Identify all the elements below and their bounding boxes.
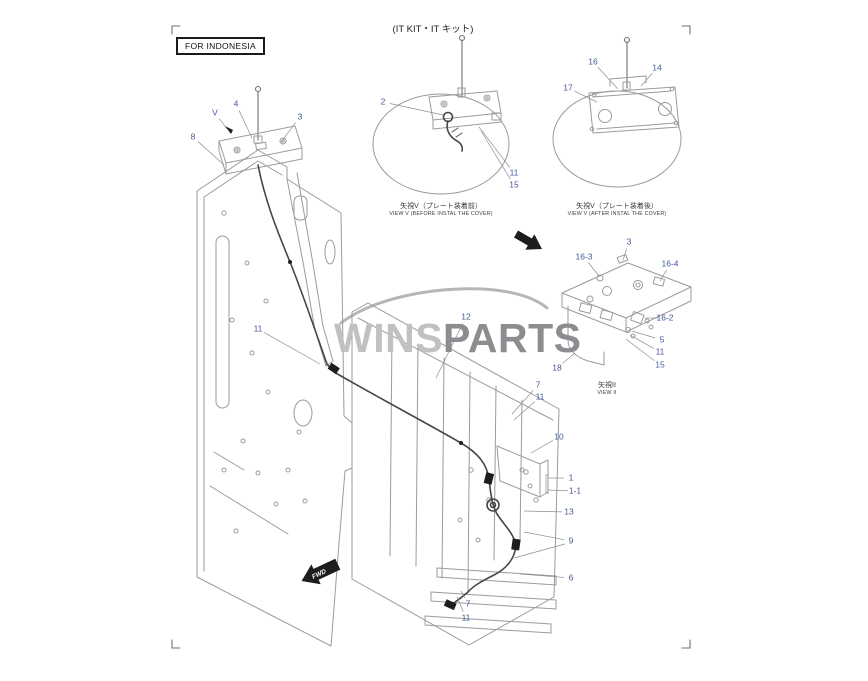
leader-line — [513, 401, 535, 421]
callout-V: V — [212, 107, 218, 117]
leader-line — [460, 590, 465, 599]
leader-line — [659, 269, 667, 282]
callout-15: 15 — [509, 179, 519, 189]
caption-after-en: VIEW V (AFTER INSTAL THE COVER) — [567, 211, 667, 218]
callout-2: 2 — [381, 96, 386, 106]
callout-4: 4 — [234, 98, 239, 108]
callout-16-2: 16-2 — [656, 312, 673, 322]
callout-8: 8 — [191, 131, 196, 141]
callout-11: 11 — [656, 346, 665, 356]
callout-7: 7 — [466, 598, 471, 608]
caption-after-jp: 矢視V（プレート装着後） — [576, 203, 658, 210]
leader-line — [523, 510, 563, 513]
region-label: FOR INDONESIA — [185, 41, 256, 51]
callout-14: 14 — [652, 62, 662, 72]
caption-before-en: VIEW V (BEFORE INSTAL THE COVER) — [389, 211, 493, 218]
callout-16-4: 16-4 — [661, 258, 678, 268]
callout-11: 11 — [462, 612, 471, 622]
callout-1-1: 1-1 — [569, 485, 582, 495]
callout-1: 1 — [569, 472, 574, 482]
leader-line — [640, 72, 653, 87]
harness-path — [257, 164, 521, 611]
leader-line — [597, 66, 619, 90]
leader-line — [574, 90, 598, 103]
detail-view-before — [372, 34, 510, 195]
detail-view-ii — [514, 230, 692, 366]
leader-line — [478, 126, 511, 168]
leader-line — [523, 531, 565, 541]
region-label-box: FOR INDONESIA — [176, 37, 265, 55]
callout-16-3: 16-3 — [575, 251, 592, 261]
caption-view-after: 矢視V（プレート装着後） VIEW V (AFTER INSTAL THE CO… — [568, 202, 667, 219]
view-v-arrowhead — [225, 126, 233, 134]
callout-16: 16 — [588, 56, 598, 66]
leader-line — [197, 141, 225, 166]
caption-before-jp: 矢視V（プレート装着前） — [400, 203, 482, 210]
callout-9: 9 — [569, 535, 574, 545]
corner-marks — [171, 25, 691, 649]
callout-11: 11 — [536, 391, 545, 401]
cab-line-art — [196, 149, 560, 647]
leader-line — [547, 489, 569, 492]
callout-18: 18 — [552, 362, 562, 372]
leader-line — [263, 332, 321, 365]
detail-view-after — [552, 36, 682, 188]
leader-line — [625, 338, 655, 362]
leader-line — [280, 122, 297, 143]
leader-line — [629, 334, 655, 349]
leader-line — [631, 330, 656, 339]
caption-view-ii-jp: 矢視II — [598, 382, 616, 389]
caption-view-before: 矢視V（プレート装着前） VIEW V (BEFORE INSTAL THE C… — [389, 202, 492, 219]
leader-line — [562, 352, 576, 364]
kit-title: (IT KIT・IT キット) — [392, 24, 474, 35]
extra-leaders — [513, 474, 566, 559]
callout-5: 5 — [660, 334, 665, 344]
view-ii-arrow — [514, 230, 542, 250]
leader-line — [519, 573, 565, 578]
leader-line — [238, 110, 253, 139]
callout-6: 6 — [569, 572, 574, 582]
callout-11: 11 — [254, 323, 263, 333]
leader-line — [456, 596, 464, 612]
callout-7: 7 — [536, 379, 541, 389]
callout-10: 10 — [554, 431, 564, 441]
antenna-assembly — [218, 85, 303, 175]
callout-13: 13 — [564, 506, 574, 516]
caption-view-ii-en: VIEW II — [597, 390, 617, 397]
watermark-swoosh — [339, 287, 549, 325]
callout-17: 17 — [563, 82, 573, 92]
leader-line — [622, 248, 628, 261]
leader-line — [588, 262, 600, 277]
callout-11: 11 — [510, 167, 519, 177]
callout-15: 15 — [655, 359, 665, 369]
leader-line — [389, 103, 444, 116]
leader-line — [218, 118, 228, 130]
caption-view-ii: 矢視II VIEW II — [597, 381, 616, 398]
callout-layer: V4382111516141716-3316-416-2511151811127… — [191, 56, 679, 622]
leader-line — [480, 130, 511, 180]
leader-line — [530, 440, 554, 454]
callout-3: 3 — [298, 111, 303, 121]
leader-line — [435, 323, 464, 379]
leader-line — [511, 389, 534, 415]
callout-12: 12 — [461, 311, 471, 321]
callout-3: 3 — [627, 236, 632, 246]
